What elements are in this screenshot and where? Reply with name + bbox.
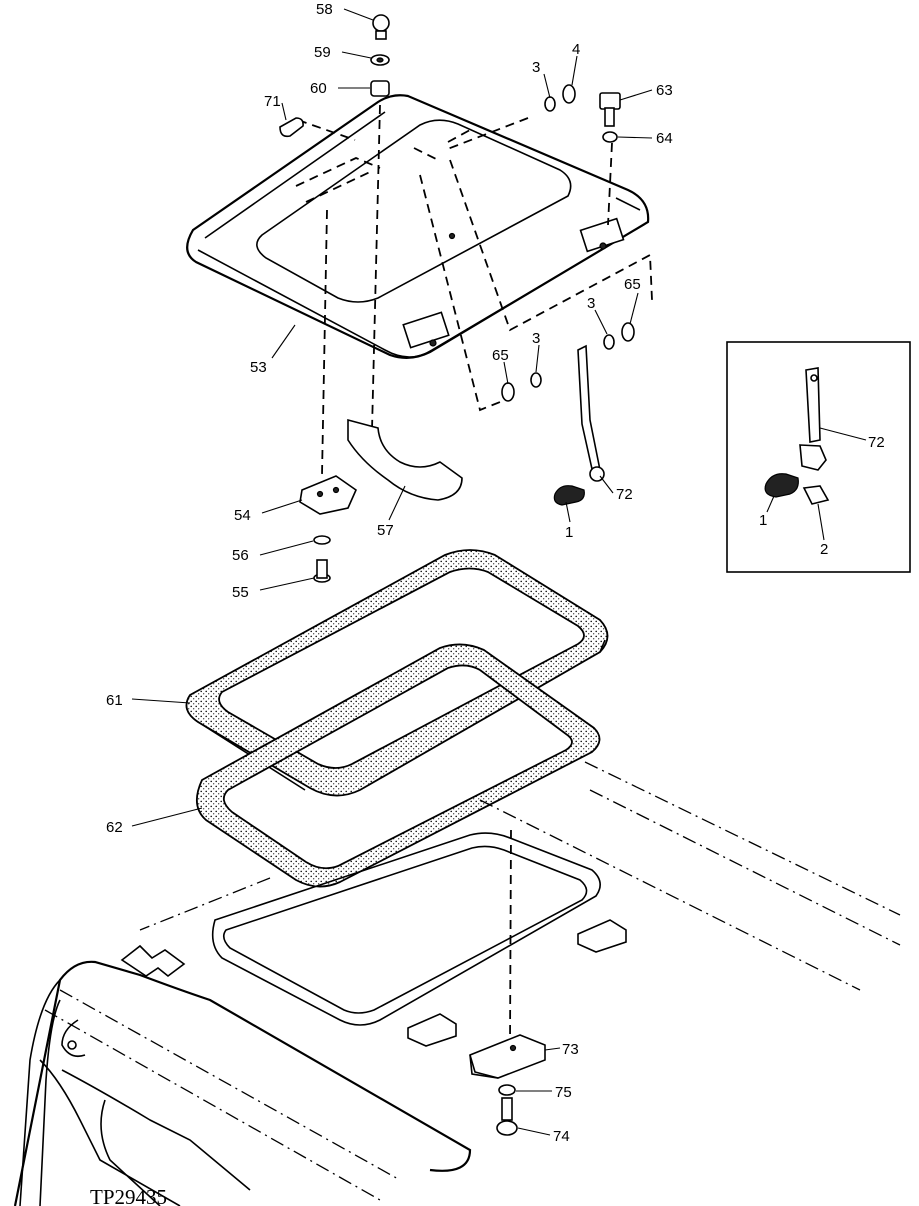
callout-64: 64	[656, 130, 673, 147]
callout-73: 73	[562, 1041, 579, 1058]
cab-roof	[13, 761, 901, 1206]
callout-59: 59	[314, 44, 331, 61]
striker-bracket	[469, 1034, 546, 1079]
hardware-parts	[279, 14, 635, 402]
lower-seal	[196, 643, 601, 888]
latch-washer	[313, 535, 331, 545]
callout-63: 63	[656, 82, 673, 99]
callout-labels: 58 59 60 71 3 4 63 64 65 3 3 65 53 54 56…	[106, 1, 885, 1145]
callout-61: 61	[106, 692, 123, 709]
roof-hatch-lid	[186, 94, 650, 359]
stay-arm	[553, 344, 605, 506]
callout-55: 55	[232, 584, 249, 601]
upper-seal	[185, 549, 609, 797]
hatch-handle	[347, 418, 463, 501]
callout-1-main: 1	[565, 524, 573, 541]
striker-screw	[496, 1097, 518, 1136]
callout-72-main: 72	[616, 486, 633, 503]
callout-3-right: 3	[587, 295, 595, 312]
callout-65-left: 65	[492, 347, 509, 364]
hatch-latch	[299, 475, 357, 515]
callout-3-mid: 3	[532, 330, 540, 347]
callout-75: 75	[555, 1084, 572, 1101]
callout-62: 62	[106, 819, 123, 836]
callout-3-top: 3	[532, 59, 540, 76]
latch-screw	[313, 559, 331, 583]
callout-72-inset: 72	[868, 434, 885, 451]
callout-57: 57	[377, 522, 394, 539]
callout-60: 60	[310, 80, 327, 97]
callout-1-inset: 1	[759, 512, 767, 529]
callout-54: 54	[234, 507, 251, 524]
striker-washer	[498, 1084, 516, 1096]
inset-detail	[726, 341, 911, 573]
figure-id: TP29435	[90, 1185, 167, 1206]
leader-lines	[131, 8, 867, 1136]
callout-71: 71	[264, 93, 281, 110]
callout-2-inset: 2	[820, 541, 828, 558]
callout-74: 74	[553, 1128, 570, 1145]
callout-58: 58	[316, 1, 333, 18]
callout-56: 56	[232, 547, 249, 564]
callout-53: 53	[250, 359, 267, 376]
callout-4: 4	[572, 41, 580, 58]
callout-65-right: 65	[624, 276, 641, 293]
